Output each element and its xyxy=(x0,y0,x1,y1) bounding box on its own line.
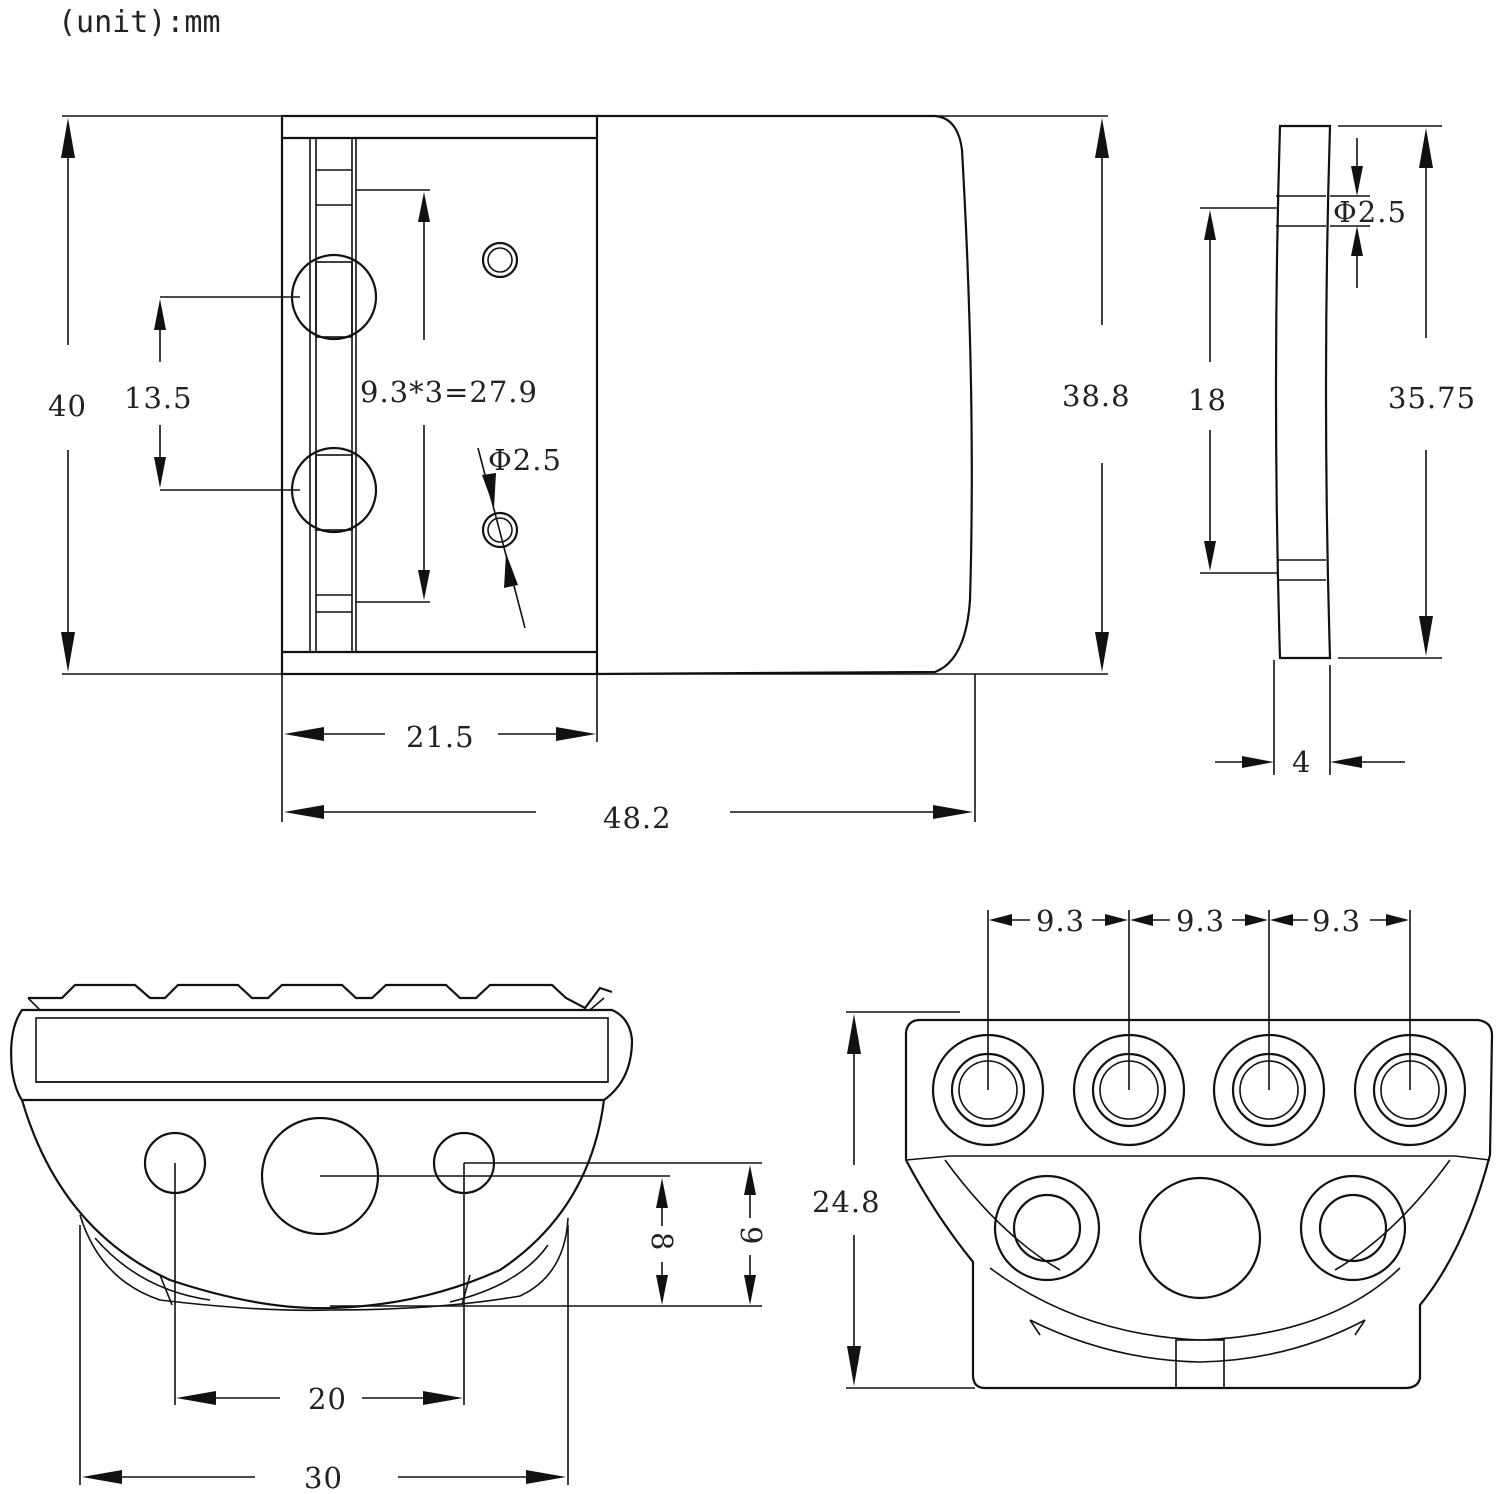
dim-hole-diameter-side: Φ2.5 xyxy=(1333,195,1407,229)
dim-width-base: 21.5 xyxy=(406,720,475,754)
dim-width-end: 30 xyxy=(304,1461,343,1494)
side-view: Φ2.5 18 35.75 4 xyxy=(1188,124,1476,779)
end-view: 8 9 20 30 xyxy=(10,983,768,1494)
dim-hole-spacing-side: 18 xyxy=(1188,383,1227,417)
dim-offset-b: 9 xyxy=(734,1226,768,1245)
dim-width-total: 48.2 xyxy=(603,801,672,835)
dim-pitch-1: 9.3 xyxy=(1036,904,1085,938)
dim-height-top: 24.8 xyxy=(812,1185,881,1219)
dim-height-side: 35.75 xyxy=(1388,381,1476,415)
unit-note: (unit):mm xyxy=(58,5,221,40)
dim-thickness: 4 xyxy=(1292,745,1311,779)
dim-hole-pitch-side: 13.5 xyxy=(124,381,193,415)
dim-hole-pitch-series: 9.3*3=27.9 xyxy=(360,375,538,409)
dim-hole-spacing-end: 20 xyxy=(308,1382,347,1416)
dim-height-inner: 38.8 xyxy=(1062,379,1131,413)
front-view: 40 13.5 9.3*3=27.9 Φ2.5 38.8 xyxy=(48,114,1131,835)
dim-hole-diameter-front: Φ2.5 xyxy=(488,443,562,477)
dim-height-total: 40 xyxy=(48,389,87,423)
top-view: 9.3 9.3 9.3 24.8 xyxy=(812,904,1494,1390)
dim-pitch-2: 9.3 xyxy=(1176,904,1225,938)
dim-offset-a: 8 xyxy=(645,1232,679,1251)
dim-pitch-3: 9.3 xyxy=(1312,904,1361,938)
